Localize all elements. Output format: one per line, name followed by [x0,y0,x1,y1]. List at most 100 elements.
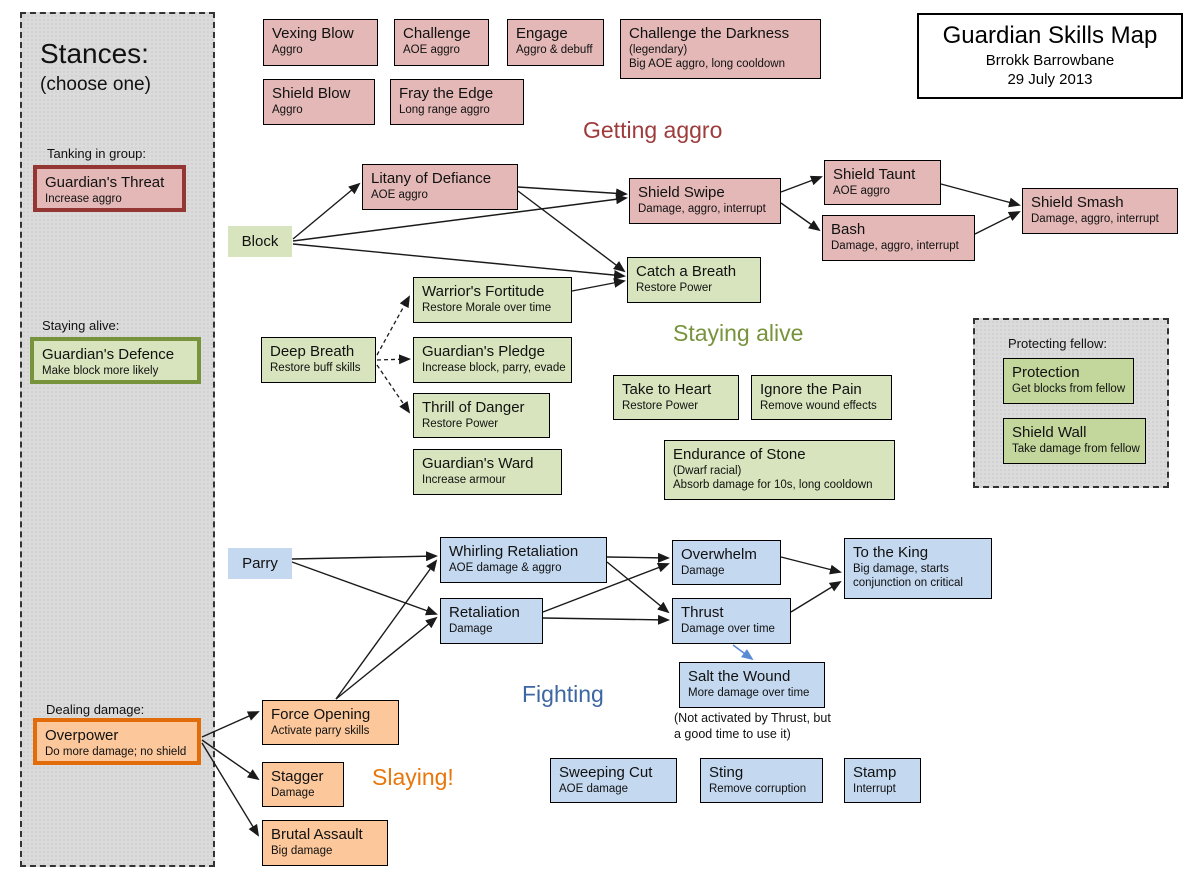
thrust-subtitle-1: Damage over time [681,623,775,635]
challenge-the-darkness-subtitle-1: (legendary) [629,44,688,56]
endurance-of-stone-subtitle-2: Absorb damage for 10s, long cooldown [673,479,873,491]
deep-breath-title: Deep Breath [270,343,355,360]
overwhelm-subtitle-1: Damage [681,565,725,577]
shield-smash-subtitle-1: Damage, aggro, interrupt [1031,213,1159,225]
guardians-defence-title: Guardian's Defence [42,346,175,363]
shield-taunt-title: Shield Taunt [833,166,916,183]
shield-wall-title: Shield Wall [1012,424,1087,441]
map-title: Guardian Skills Map [942,22,1158,49]
guardians-threat-title: Guardian's Threat [45,174,165,191]
staying-alive-heading: Staying alive [673,320,804,346]
bash-title: Bash [831,221,866,238]
fighting-heading: Fighting [522,681,604,707]
salt-note-line-2: a good time to use it) [674,727,791,741]
to-the-king-title: To the King [853,544,929,561]
arrow-bash-to-shield-smash [974,211,1021,235]
thrill-of-danger-subtitle-1: Restore Power [422,418,499,430]
challenge-subtitle-1: AOE aggro [403,44,460,56]
challenge-the-darkness-node: Challenge the Darkness(legendary)Big AOE… [620,19,821,79]
shield-taunt-subtitle-1: AOE aggro [833,185,890,197]
thrust-title: Thrust [681,604,724,621]
arrow-retaliation-to-overwhelm [542,562,670,613]
fray-the-edge-title: Fray the Edge [399,85,494,102]
force-opening-title: Force Opening [271,706,371,723]
arrow-retaliation-to-thrust [542,614,670,625]
arrow-whirling-retaliation-to-overwhelm [606,552,670,563]
guardians-threat-subtitle-1: Increase aggro [45,193,122,205]
ignore-the-pain-title: Ignore the Pain [760,381,862,398]
brutal-assault-subtitle-1: Big damage [271,845,333,857]
overpower-title: Overpower [45,727,119,744]
arrow-warriors-fortitude-to-catch-a-breath [571,277,626,292]
arrow-shield-swipe-to-bash [780,202,821,232]
thrill-of-danger-title: Thrill of Danger [422,399,525,416]
guardians-ward-title: Guardian's Ward [422,455,534,472]
ignore-the-pain-subtitle-1: Remove wound effects [760,400,877,412]
salt-the-wound-subtitle-1: More damage over time [688,687,810,699]
guardians-pledge-title: Guardian's Pledge [422,343,545,360]
engage-subtitle-1: Aggro & debuff [516,44,593,56]
arrow-deep-breath-to-thrill-of-danger [376,364,411,414]
salt-note-line-1: (Not activated by Thrust, but [674,711,831,725]
protection-title: Protection [1012,364,1080,381]
arrow-block-to-litany-of-defiance [292,182,361,240]
warriors-fortitude-title: Warrior's Fortitude [422,283,545,300]
arrow-thrust-to-to-the-king [790,580,842,613]
protecting-fellow-label: Protecting fellow: [1008,336,1107,351]
stagger-subtitle-1: Damage [271,787,315,799]
arrow-overpower-to-force-opening [201,711,260,738]
parry-node: Parry [228,548,292,579]
catch-a-breath-title: Catch a Breath [636,263,737,280]
arrow-whirling-retaliation-to-thrust [606,561,670,614]
tanking-in-group-label: Tanking in group: [47,146,147,161]
guardians-pledge-subtitle-1: Increase block, parry, evade [422,362,566,374]
arrow-force-opening-to-whirling-retaliation [335,559,438,700]
force-opening-subtitle-1: Activate parry skills [271,725,370,737]
overpower-node: Overpower Do more damage; no shield [33,718,201,765]
sweeping-cut-title: Sweeping Cut [559,764,653,781]
staying-alive-label: Staying alive: [42,318,120,333]
arrow-parry-to-whirling-retaliation [291,551,438,562]
title-box: Guardian Skills Map Brrokk Barrowbane 29… [917,13,1183,99]
shield-smash-title: Shield Smash [1031,194,1124,211]
stagger-title: Stagger [271,768,324,785]
guardians-defence-subtitle-1: Make block more likely [42,365,159,377]
stances-heading: Stances: [40,38,149,69]
endurance-of-stone-title: Endurance of Stone [673,446,806,463]
engage-title: Engage [516,25,568,42]
overpower-subtitle-1: Do more damage; no shield [45,746,187,758]
take-to-heart-title: Take to Heart [622,381,712,398]
brutal-assault-title: Brutal Assault [271,826,363,843]
map-author: Brrokk Barrowbane [985,52,1115,69]
block-title: Block [241,233,279,250]
sting-subtitle-1: Remove corruption [709,783,807,795]
salt-the-wound-note: (Not activated by Thrust, but a good tim… [674,710,831,742]
shield-swipe-title: Shield Swipe [638,184,725,201]
parry-title: Parry [242,555,278,572]
deep-breath-subtitle-1: Restore buff skills [270,362,361,374]
guardians-ward-subtitle-1: Increase armour [422,474,506,486]
sweeping-cut-subtitle-1: AOE damage [559,783,629,795]
stamp-title: Stamp [853,764,897,781]
stances-subheading: (choose one) [40,74,151,95]
